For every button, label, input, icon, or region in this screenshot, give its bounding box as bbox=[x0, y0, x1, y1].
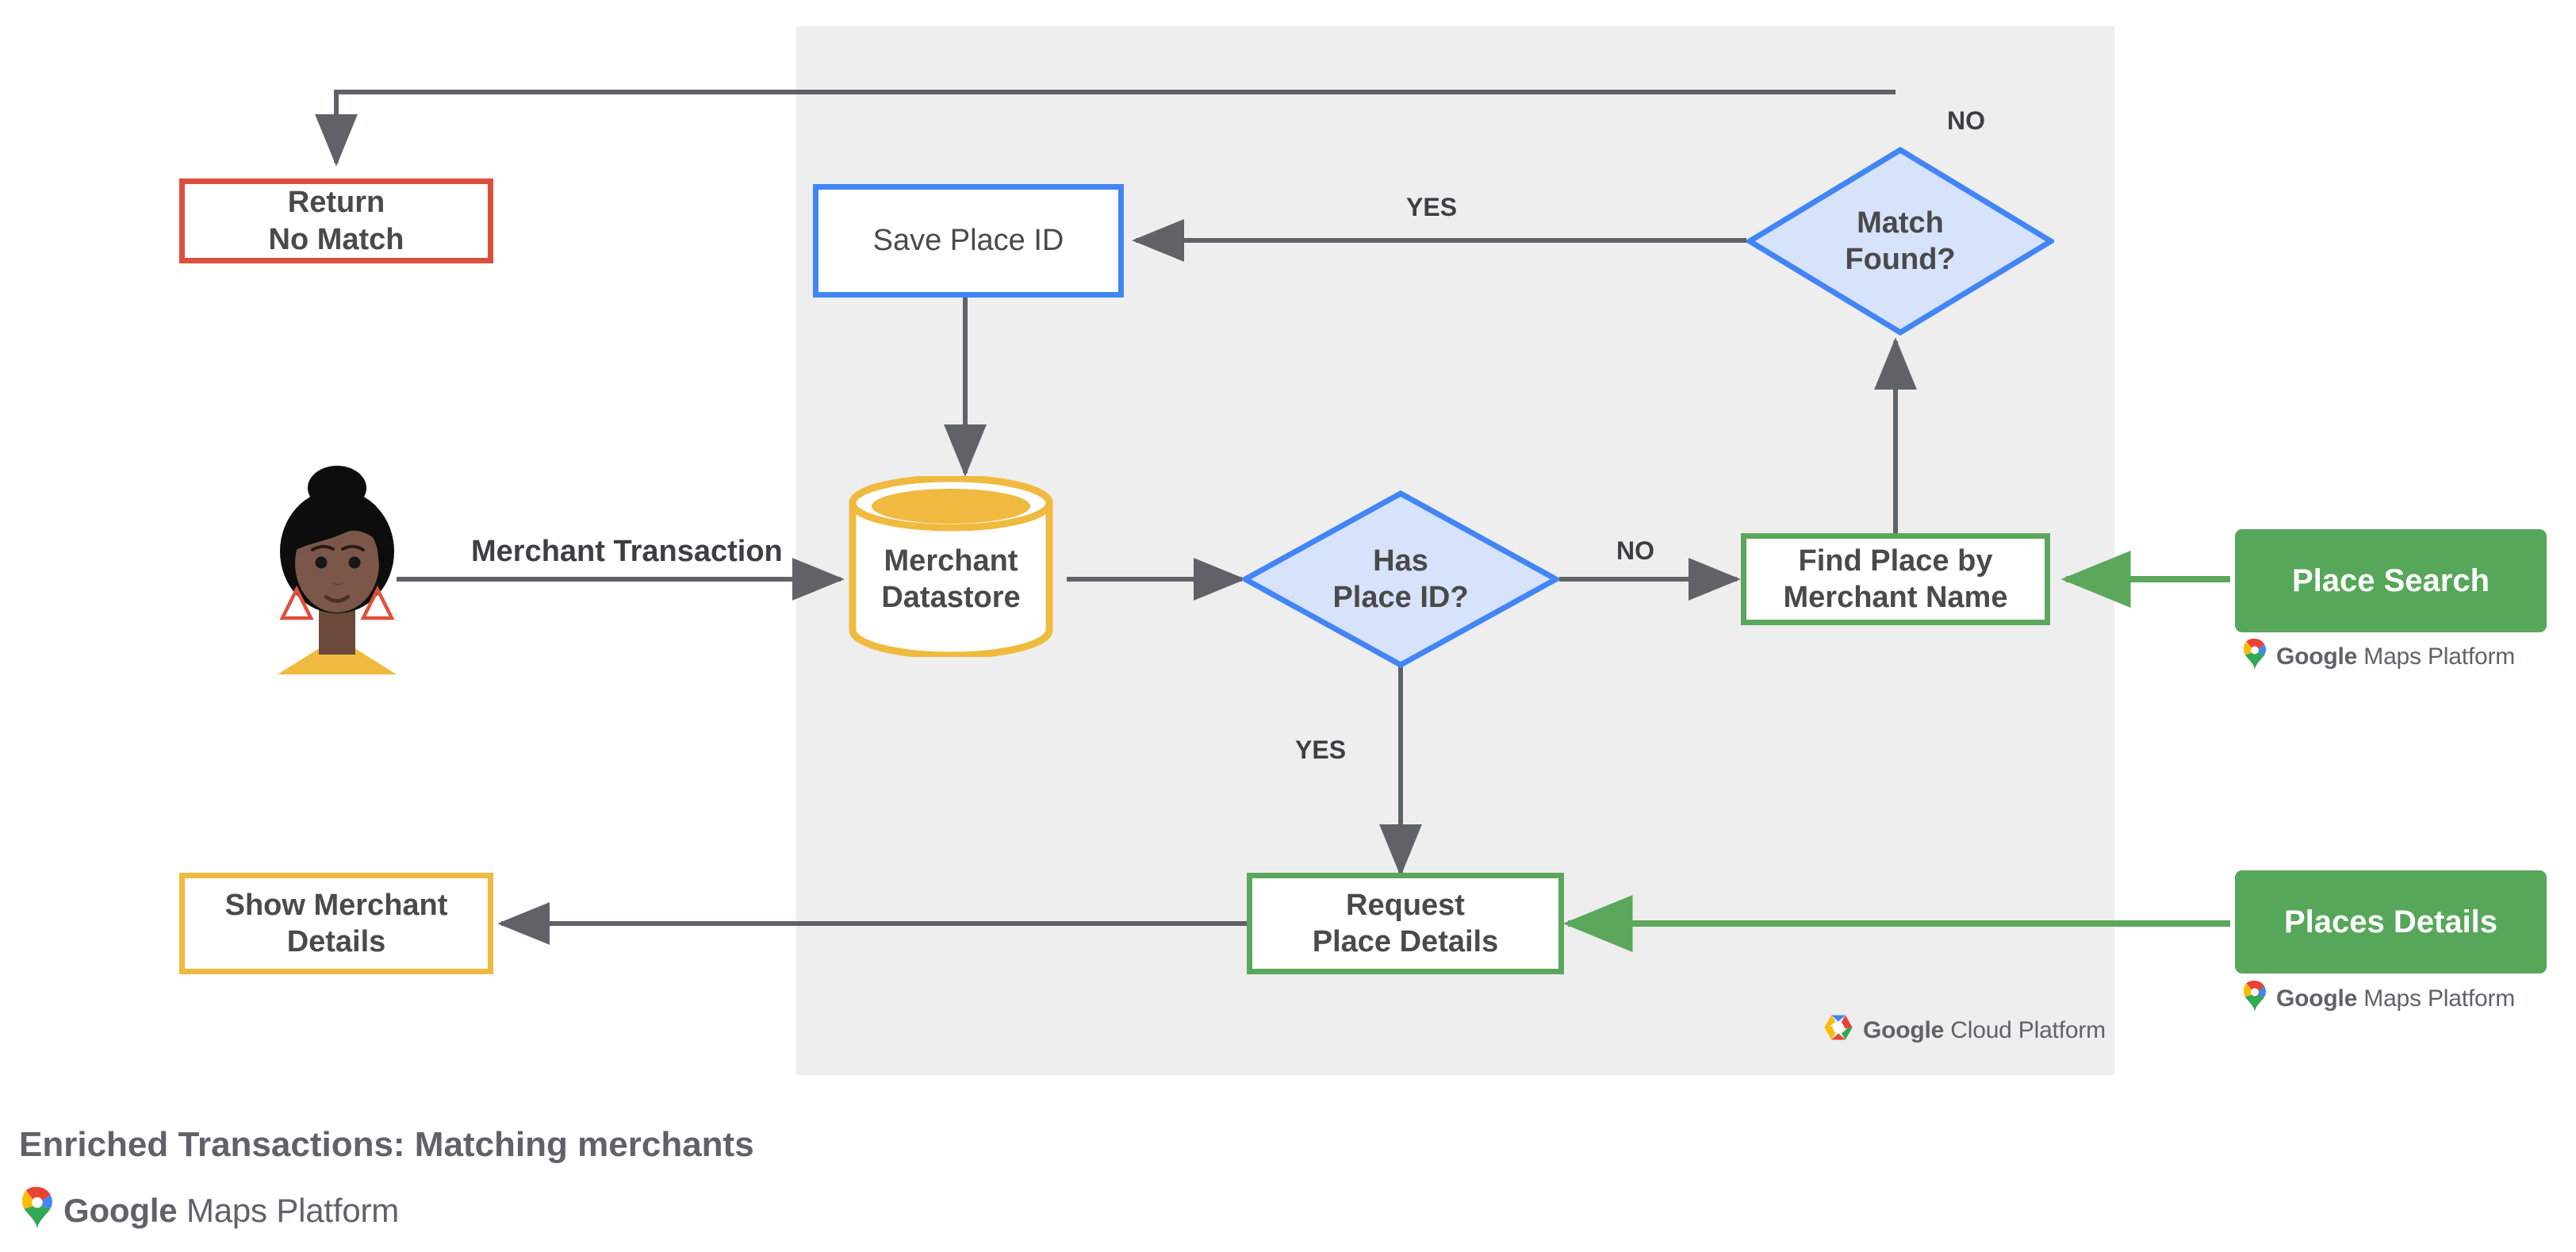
brand-google-word: Google bbox=[2276, 985, 2358, 1012]
google-maps-pin-icon bbox=[2241, 980, 2268, 1016]
brand-google-word: Google bbox=[63, 1191, 178, 1229]
node-return-no-match[interactable]: Return No Match bbox=[179, 179, 493, 263]
node-merchant-datastore-label: Merchant Datastore bbox=[881, 544, 1021, 615]
node-request-place-details-label: Request Place Details bbox=[1312, 888, 1499, 958]
node-has-place-id[interactable]: Has Place ID? bbox=[1239, 490, 1562, 668]
brand-text-maps-platform: Google Maps Platform bbox=[2276, 643, 2515, 670]
node-place-search-label: Place Search bbox=[2291, 563, 2490, 598]
brand-google-cloud-platform: Google Cloud Platform bbox=[1822, 1013, 2106, 1047]
node-find-place-by-merchant-name[interactable]: Find Place by Merchant Name bbox=[1741, 533, 2050, 625]
node-show-merchant-details[interactable]: Show Merchant Details bbox=[179, 873, 493, 974]
google-maps-pin-icon bbox=[2241, 638, 2268, 674]
brand-maps-platform-word: Maps Platform bbox=[2363, 985, 2516, 1012]
brand-maps-platform-footer: Google Maps Platform bbox=[19, 1186, 399, 1234]
edge-label-no-has-place-id: NO bbox=[1616, 536, 1654, 565]
node-request-place-details[interactable]: Request Place Details bbox=[1247, 873, 1564, 974]
brand-maps-platform-places-details: Google Maps Platform bbox=[2241, 980, 2515, 1016]
node-show-merchant-details-label: Show Merchant Details bbox=[224, 888, 448, 958]
node-find-place-by-merchant-name-label: Find Place by Merchant Name bbox=[1783, 543, 2008, 614]
user-avatar-illustration bbox=[262, 456, 412, 674]
brand-text-maps-platform: Google Maps Platform bbox=[63, 1192, 399, 1230]
node-match-found[interactable]: Match Found? bbox=[1744, 146, 2057, 336]
node-save-place-id-label: Save Place ID bbox=[872, 224, 1064, 258]
brand-maps-platform-place-search: Google Maps Platform bbox=[2241, 638, 2515, 674]
google-maps-pin-icon bbox=[19, 1186, 56, 1234]
node-save-place-id[interactable]: Save Place ID bbox=[813, 184, 1124, 298]
edge-label-yes-has-place-id: YES bbox=[1295, 735, 1347, 764]
edge-label-merchant-transaction: Merchant Transaction bbox=[471, 535, 783, 568]
brand-google-word: Google bbox=[2276, 643, 2358, 670]
edge-label-no-match-found: NO bbox=[1947, 106, 1985, 135]
google-cloud-hexagon-icon bbox=[1822, 1013, 1855, 1047]
node-places-details[interactable]: Places Details bbox=[2235, 870, 2547, 974]
brand-text-maps-platform: Google Maps Platform bbox=[2276, 985, 2515, 1012]
node-place-search[interactable]: Place Search bbox=[2235, 529, 2547, 632]
brand-maps-platform-word: Maps Platform bbox=[2363, 643, 2516, 670]
node-return-no-match-label: Return No Match bbox=[268, 186, 404, 256]
brand-text-cloud-platform: Google Cloud Platform bbox=[1863, 1017, 2106, 1044]
brand-maps-platform-word: Maps Platform bbox=[186, 1191, 400, 1229]
brand-google-word: Google bbox=[1863, 1016, 1945, 1043]
page-title: Enriched Transactions: Matching merchant… bbox=[19, 1125, 754, 1164]
edge-label-yes-match-found: YES bbox=[1406, 193, 1458, 221]
node-merchant-datastore[interactable]: Merchant Datastore bbox=[847, 474, 1055, 659]
node-match-found-label: Match Found? bbox=[1845, 205, 1956, 276]
node-places-details-label: Places Details bbox=[2283, 904, 2498, 939]
node-has-place-id-label: Has Place ID? bbox=[1332, 543, 1469, 614]
brand-cloud-platform-word: Cloud Platform bbox=[1950, 1016, 2106, 1043]
